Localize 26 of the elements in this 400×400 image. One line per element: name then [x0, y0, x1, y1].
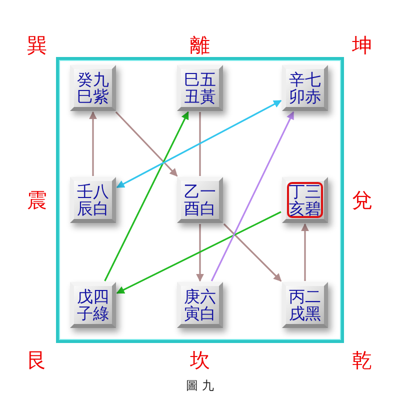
arrow: [104, 111, 189, 282]
caption: 圖 九: [186, 378, 214, 394]
arrow: [116, 211, 282, 294]
star-label: 戊四子綠: [76, 288, 110, 322]
arrow: [115, 111, 178, 177]
arrow: [223, 223, 282, 282]
arrow: [210, 111, 294, 282]
arrow: [116, 100, 282, 188]
star-label: 辛七卯赤: [288, 71, 322, 105]
arrow: [196, 224, 204, 282]
trigram-label: 兌: [352, 190, 372, 210]
trigram-label: 坎: [190, 350, 210, 370]
trigram-label: 艮: [27, 350, 47, 370]
star-label: 壬八辰白: [76, 183, 110, 217]
trigram-label: 巽: [27, 35, 47, 55]
trigram-label: 乾: [352, 350, 372, 370]
star-label: 庚六寅白: [183, 288, 217, 322]
arrow: [301, 223, 309, 281]
star-label: 癸九巳紫: [76, 71, 110, 105]
star-label: 巳五丑黃: [183, 71, 217, 105]
trigram-label: 坤: [352, 35, 372, 55]
trigram-label: 震: [27, 190, 47, 210]
arrow: [89, 111, 97, 176]
star-label: 丙二戌黑: [288, 288, 322, 322]
star-label: 丁三亥碧: [289, 183, 321, 217]
star-label: 乙一酉白: [183, 183, 217, 217]
